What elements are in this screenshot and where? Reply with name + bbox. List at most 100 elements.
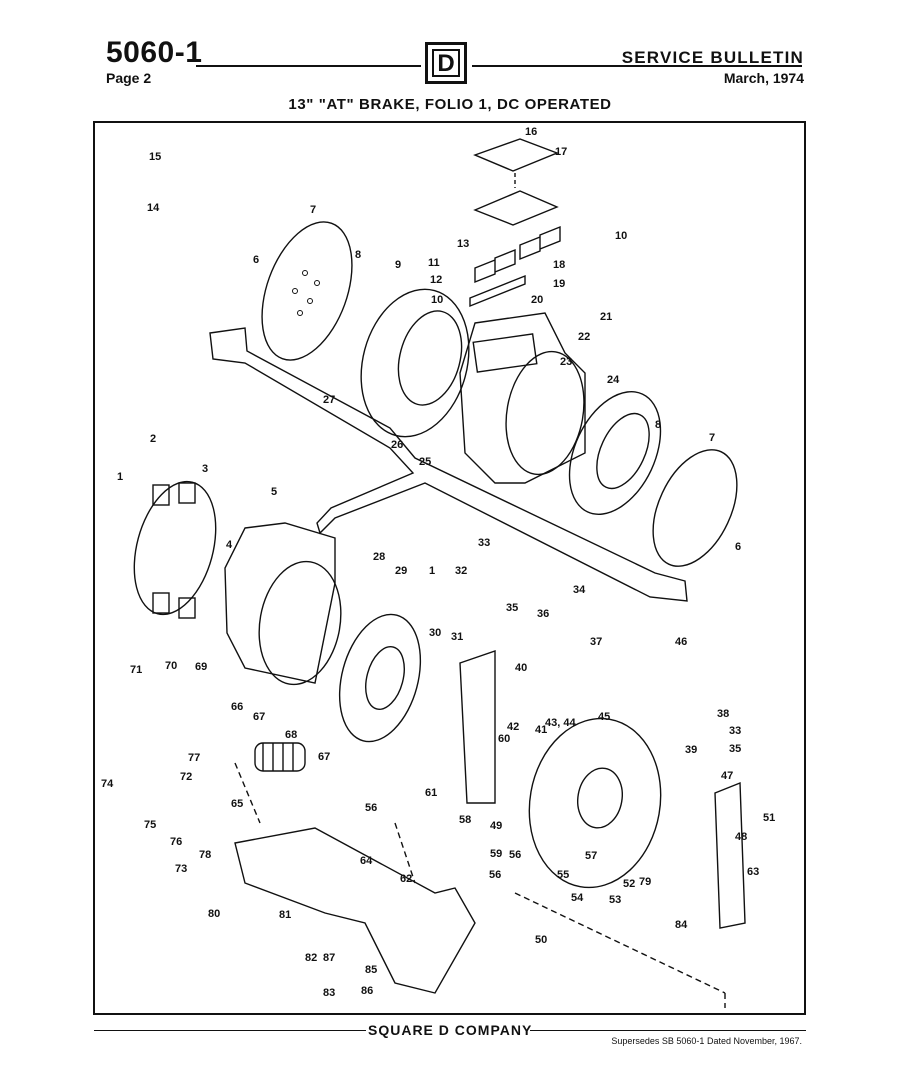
part-callout: 1 <box>429 565 435 577</box>
part-callout: 26 <box>391 439 403 451</box>
part-callout: 11 <box>428 257 440 269</box>
part-callout: 53 <box>609 894 621 906</box>
part-callout: 36 <box>537 608 549 620</box>
brake-arm-48 <box>714 781 746 929</box>
part-callout: 33 <box>478 537 490 549</box>
part-callout: 13 <box>457 238 469 250</box>
part-callout: 35 <box>729 743 741 755</box>
part-callout: 78 <box>199 849 211 861</box>
part-callout: 12 <box>430 274 442 286</box>
part-callout: 67 <box>253 711 265 723</box>
page-label: Page 2 <box>106 70 152 86</box>
part-callout: 77 <box>188 752 200 764</box>
part-callout: 79 <box>639 876 651 888</box>
spring-68 <box>254 742 306 772</box>
part-callout: 61 <box>425 787 437 799</box>
part-callout: 35 <box>506 602 518 614</box>
part-callout: 15 <box>149 151 161 163</box>
part-callout: 51 <box>763 812 775 824</box>
part-callout: 67 <box>318 751 330 763</box>
part-callout: 84 <box>675 919 688 931</box>
part-callout: 9 <box>395 259 401 271</box>
part-callout: 66 <box>231 701 243 713</box>
part-callout: 10 <box>431 294 443 306</box>
part-callout: 29 <box>395 565 407 577</box>
part-callout: 72 <box>180 771 192 783</box>
brake-shoe-3 <box>133 480 217 616</box>
part-callout: 62 <box>400 873 412 885</box>
bulletin-type: SERVICE BULLETIN <box>621 48 804 67</box>
part-callout: 6 <box>253 254 259 266</box>
part-callout: 7 <box>310 204 316 216</box>
part-callout: 56 <box>509 849 521 861</box>
part-callout: 83 <box>323 987 335 999</box>
part-callout: 80 <box>208 908 220 920</box>
part-callout: 63 <box>747 866 759 878</box>
part-callout: 10 <box>615 230 627 242</box>
magnet-assembly-5 <box>224 522 336 684</box>
supersedes-note: Supersedes SB 5060-1 Dated November, 196… <box>611 1036 802 1046</box>
part-callout: 46 <box>675 636 687 648</box>
part-callout: 50 <box>535 934 547 946</box>
cover-plate-14 <box>473 190 559 226</box>
footer-rule-left <box>94 1030 366 1031</box>
part-callout: 71 <box>130 664 142 676</box>
part-callout: 73 <box>175 863 187 875</box>
part-callout: 69 <box>195 661 207 673</box>
part-callout: 14 <box>147 202 160 214</box>
terminal-blocks-13 <box>474 225 561 284</box>
part-callout: 22 <box>578 331 590 343</box>
armature-disc-7-right <box>652 449 738 567</box>
part-callout: 59 <box>490 848 502 860</box>
part-callout: 32 <box>455 565 467 577</box>
part-callout: 64 <box>360 855 373 867</box>
part-callout: 20 <box>531 294 543 306</box>
bulletin-date: March, 1974 <box>723 70 804 86</box>
footer-brand: SQUARE D COMPANY <box>368 1022 533 1038</box>
part-callout: 85 <box>365 964 377 976</box>
part-callout: 37 <box>590 636 602 648</box>
part-callout: 87 <box>323 952 335 964</box>
part-callout: 48 <box>735 831 747 843</box>
part-callout: 58 <box>459 814 471 826</box>
armature-disc-7-top <box>261 221 353 361</box>
part-callout: 5 <box>271 486 277 498</box>
part-callout: 39 <box>685 744 697 756</box>
part-callout: 17 <box>555 146 567 158</box>
part-callout: 74 <box>101 778 114 790</box>
part-callout: 18 <box>553 259 565 271</box>
part-callout: 8 <box>655 419 661 431</box>
part-callout: 75 <box>144 819 156 831</box>
part-callout: 81 <box>279 909 291 921</box>
part-callout: 86 <box>361 985 373 997</box>
part-callout: 56 <box>489 869 501 881</box>
header-rule-left <box>196 65 421 67</box>
support-bar <box>209 327 688 602</box>
terminal-strip-20 <box>469 274 526 308</box>
part-callout: 45 <box>598 711 610 723</box>
footer-rule-right <box>530 1030 806 1031</box>
part-callout: 6 <box>735 541 741 553</box>
part-callout: 33 <box>729 725 741 737</box>
part-callout: 8 <box>355 249 361 261</box>
part-callout: 68 <box>285 729 297 741</box>
part-callout: 25 <box>419 456 431 468</box>
part-callout: 34 <box>573 584 586 596</box>
bulletin-number: 5060-1 <box>106 36 203 69</box>
part-callout: 57 <box>585 850 597 862</box>
part-callout: 40 <box>515 662 527 674</box>
lining-29 <box>338 613 422 743</box>
coil-24 <box>568 391 662 515</box>
part-callout: 30 <box>429 627 441 639</box>
part-callout: 16 <box>525 126 537 138</box>
part-callout: 28 <box>373 551 385 563</box>
brake-arm-41 <box>459 650 496 804</box>
header-rule-right <box>472 65 802 67</box>
cover-plate-15 <box>473 138 559 172</box>
part-callout: 47 <box>721 770 733 782</box>
part-callout: 31 <box>451 631 463 643</box>
part-callout: 38 <box>717 708 729 720</box>
part-callout: 3 <box>202 463 208 475</box>
